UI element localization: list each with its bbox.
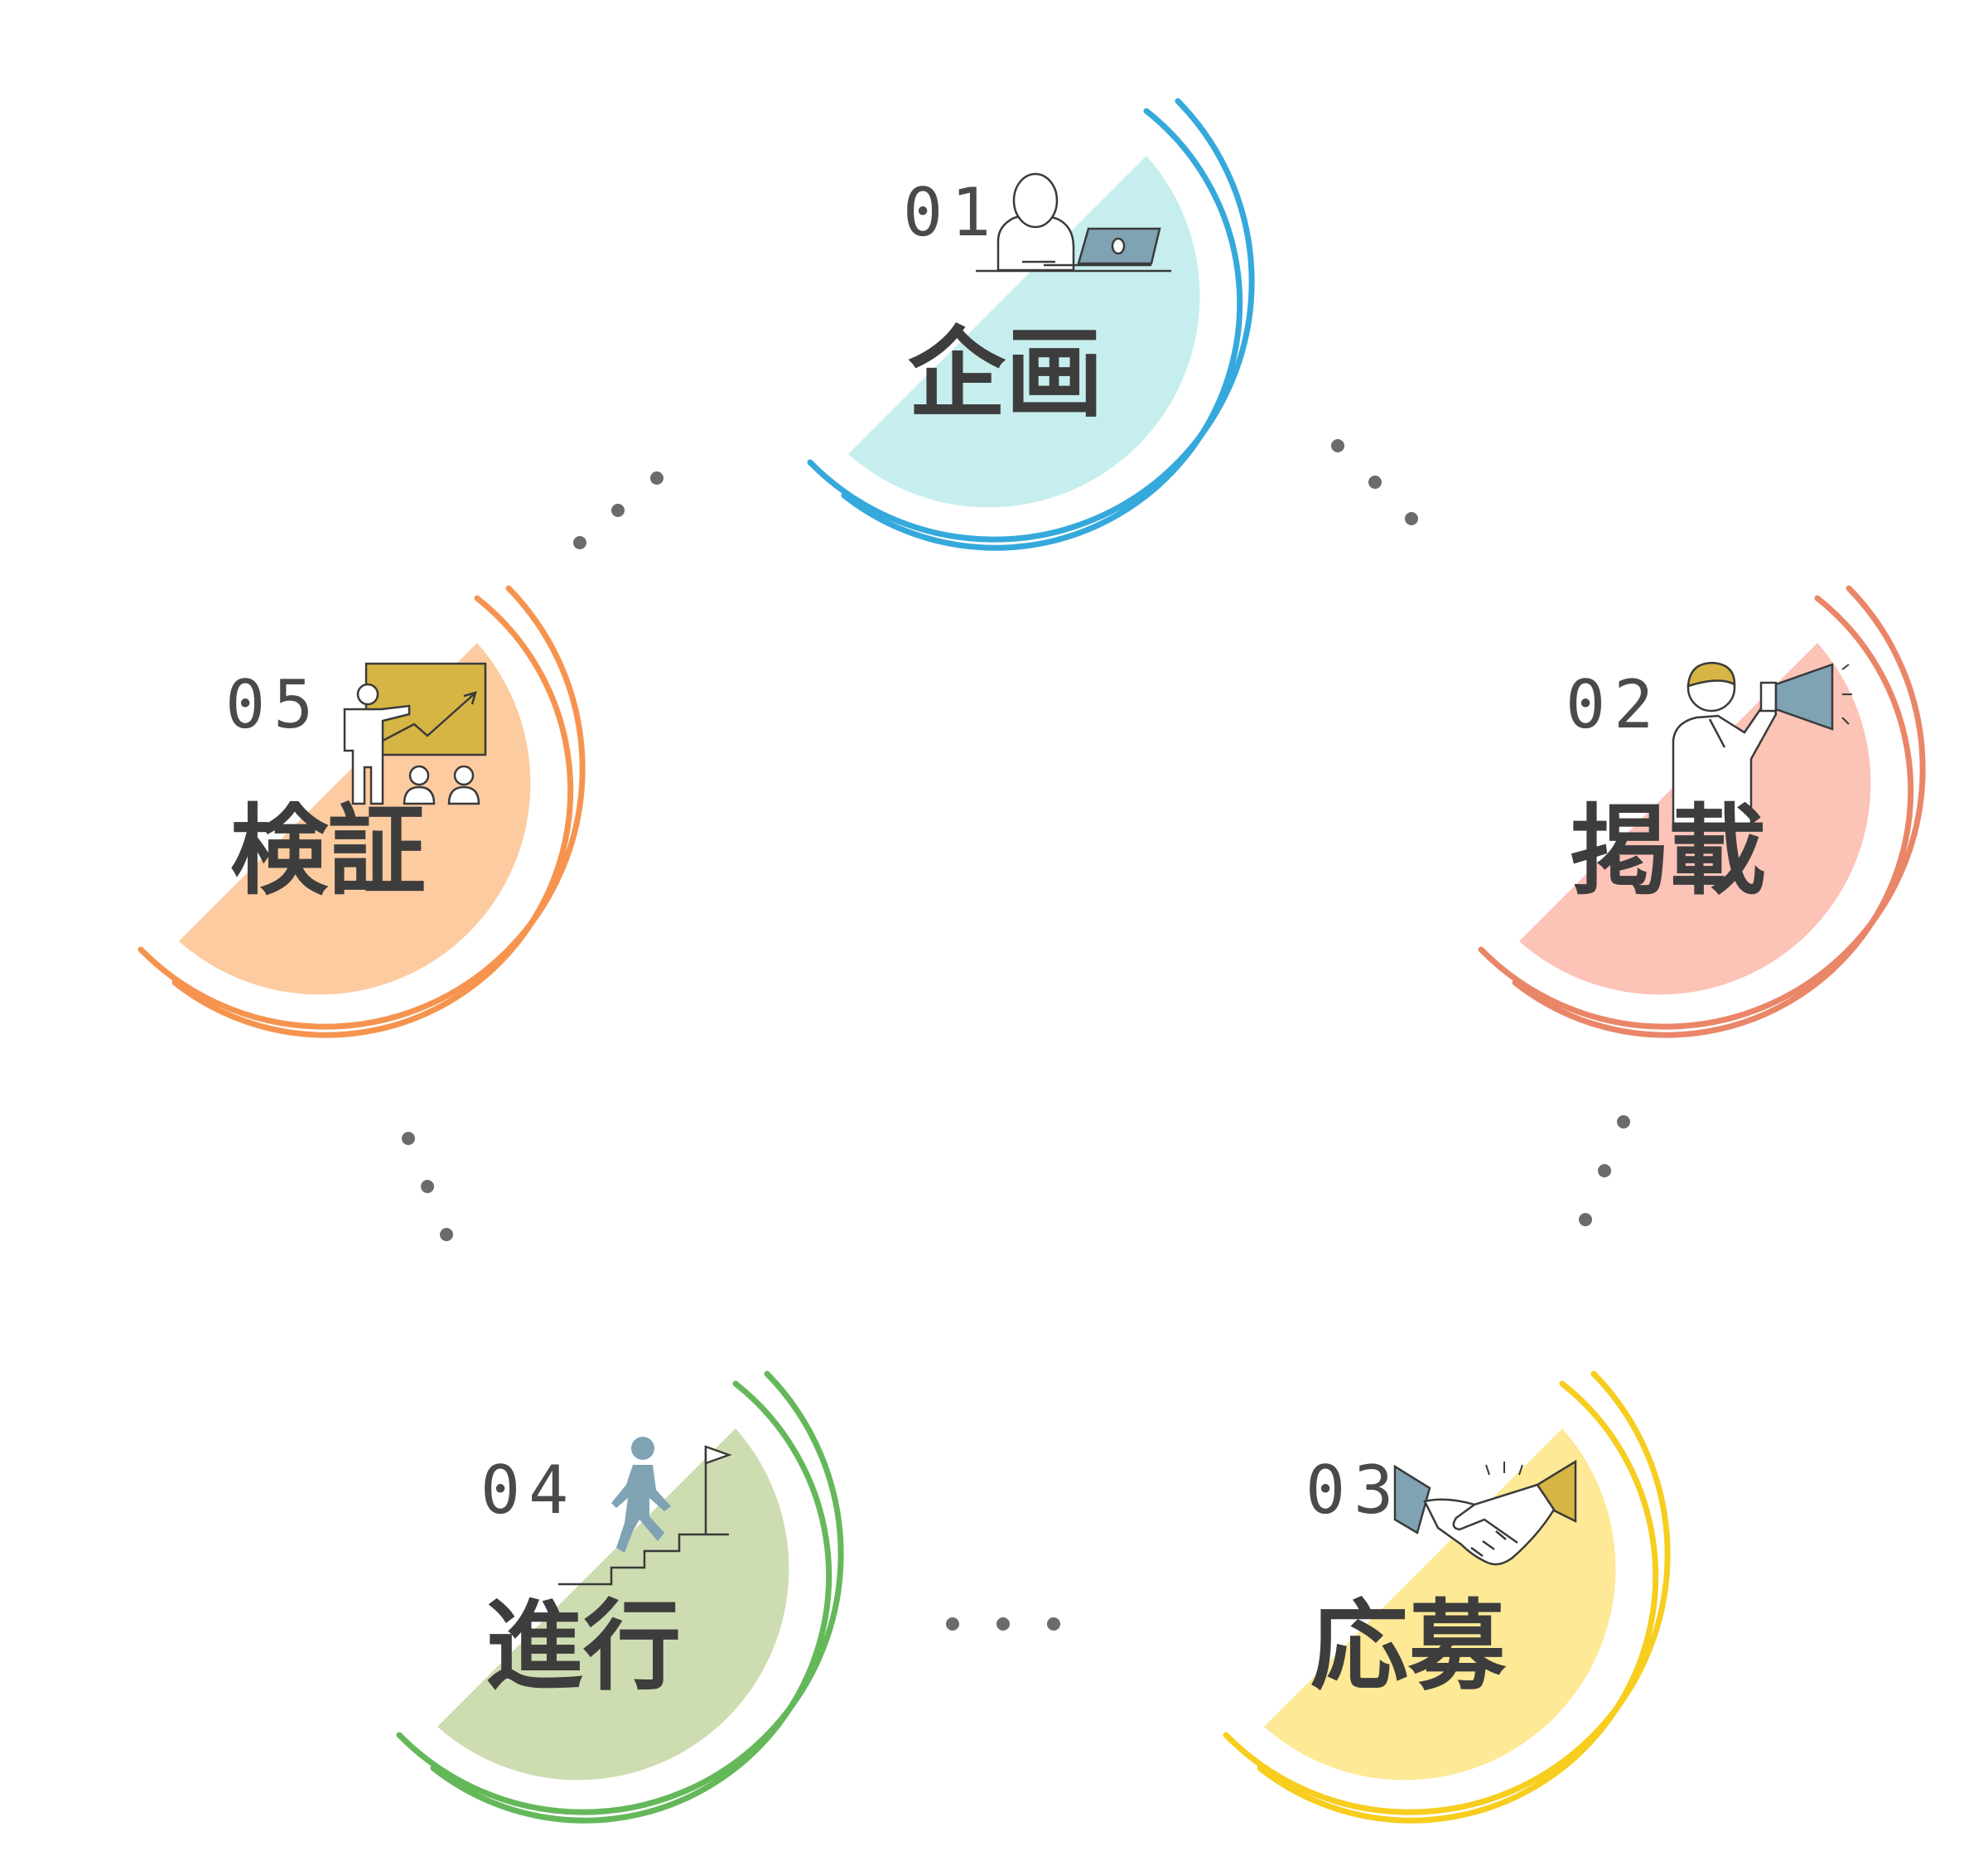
handshake-icon [1393,1459,1577,1566]
step-number: 02 [1566,666,1662,743]
step-01: 01 企画 [807,98,1255,551]
step-03: 03 応募 [1223,1370,1671,1824]
connector-04-05 [402,1132,453,1241]
step-number: 03 [1305,1452,1402,1529]
step-02: 02 掲載 [1478,585,1926,1038]
step-ring-arc-minor [171,595,574,1038]
person-climbing-stairs-icon [558,1437,732,1586]
step-number: 05 [225,666,321,743]
step-label: 企画 [908,317,1103,431]
connector-01-02 [1331,439,1418,525]
step-number: 01 [903,174,999,251]
presenter-with-chart-icon [343,662,487,805]
step-ring-arc-minor [430,1380,832,1824]
step-fill [437,1428,789,1781]
step-ring-arc-minor [1512,595,1914,1038]
step-label: 検証 [230,794,426,908]
step-number: 04 [480,1452,577,1529]
step-label: 掲載 [1571,794,1766,908]
person-at-laptop-icon [976,172,1171,273]
step-05: 05 検証 [138,585,586,1038]
connector-02-03 [1579,1115,1630,1226]
step-label: 応募 [1310,1589,1507,1703]
connector-03-04 [946,1617,1060,1631]
connector-05-01 [573,471,663,549]
person-with-megaphone-icon [1672,661,1852,829]
step-ring-arc-minor [1257,1380,1659,1824]
step-ring-arc-minor [841,108,1243,551]
step-04: 04 進行 [396,1370,844,1824]
step-label: 進行 [485,1589,681,1703]
